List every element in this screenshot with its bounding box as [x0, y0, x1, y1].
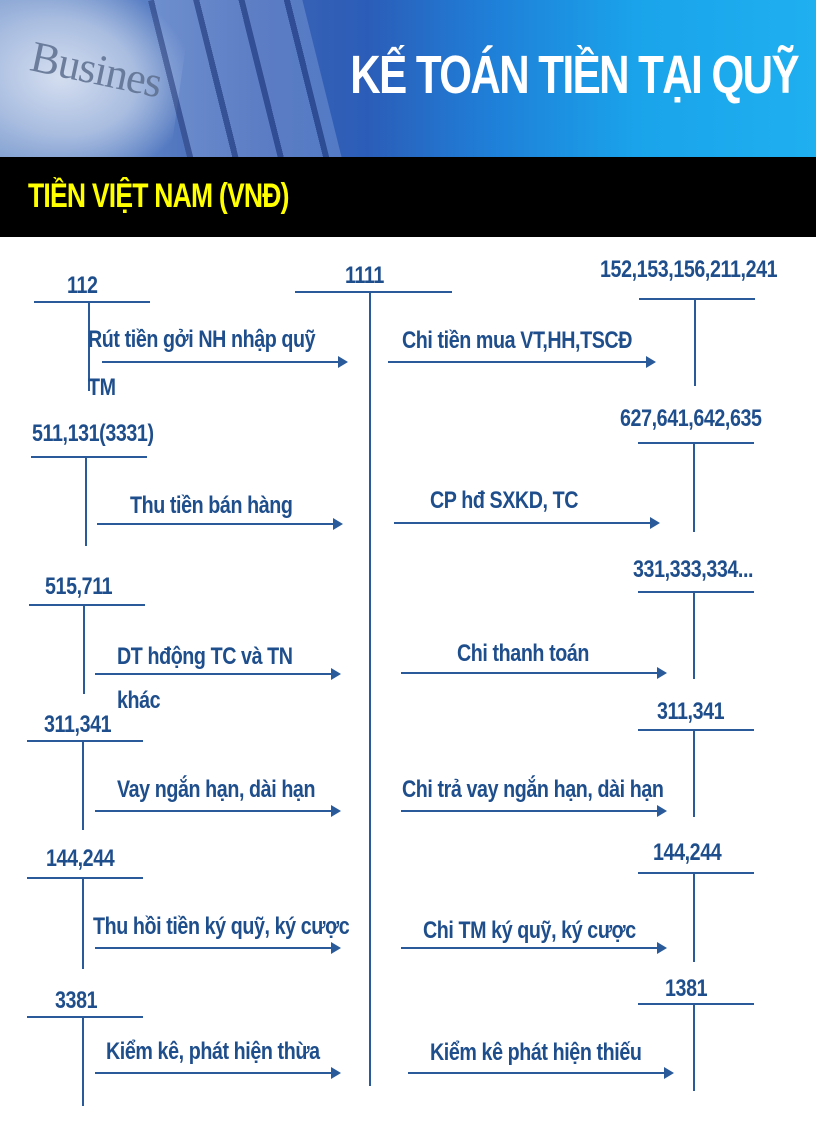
t-horizontal: [638, 872, 754, 874]
center-account-label: 1111: [345, 262, 384, 289]
transaction-text: Kiểm kê phát hiện thiếu: [430, 1039, 642, 1066]
account-label: 627,641,642,635: [620, 405, 762, 432]
t-horizontal: [27, 877, 143, 879]
t-vertical: [88, 301, 90, 391]
account-label: 311,341: [44, 711, 112, 738]
account-label: 331,333,334...: [633, 556, 754, 583]
section-subtitle: TIỀN VIỆT NAM (VNĐ): [28, 177, 289, 215]
arrow-right-icon: [401, 805, 667, 817]
account-label: 3381: [55, 987, 98, 1014]
account-label: 112: [67, 272, 98, 299]
transaction-text: Chi tiền mua VT,HH,TSCĐ: [402, 327, 633, 354]
t-horizontal: [27, 740, 143, 742]
arrow-right-icon: [102, 356, 348, 368]
header-banner: Busines KẾ TOÁN TIỀN TẠI QUỸ: [0, 0, 816, 157]
t-vertical: [82, 877, 84, 969]
page-title: KẾ TOÁN TIỀN TẠI QUỸ: [350, 45, 799, 105]
banner-calculator-image: [148, 0, 342, 157]
t-vertical: [83, 604, 85, 694]
t-horizontal: [27, 1016, 143, 1018]
arrow-right-icon: [95, 805, 341, 817]
t-vertical: [693, 1003, 695, 1091]
t-vertical: [693, 872, 695, 962]
t-horizontal: [638, 442, 754, 444]
transaction-text: Vay ngắn hạn, dài hạn: [117, 776, 316, 803]
transaction-text-cont: khác: [117, 687, 161, 714]
t-horizontal: [29, 604, 145, 606]
arrow-right-icon: [401, 942, 667, 954]
t-horizontal: [31, 456, 147, 458]
t-horizontal: [34, 301, 150, 303]
arrow-right-icon: [95, 668, 341, 680]
account-label: 515,711: [45, 573, 113, 600]
account-label: 1381: [665, 975, 708, 1002]
subtitle-bar: TIỀN VIỆT NAM (VNĐ): [0, 157, 816, 237]
arrow-right-icon: [97, 518, 343, 530]
account-label: 511,131(3331): [32, 420, 154, 447]
transaction-text: Chi trả vay ngắn hạn, dài hạn: [402, 776, 664, 803]
transaction-text: Thu hồi tiền ký quỹ, ký cược: [93, 913, 350, 940]
t-vertical: [82, 740, 84, 830]
arrow-right-icon: [401, 667, 667, 679]
account-label: 311,341: [657, 698, 725, 725]
arrow-right-icon: [95, 942, 341, 954]
transaction-text: Rút tiền gởi NH nhập quỹ: [88, 326, 316, 353]
t-vertical: [693, 442, 695, 532]
t-vertical: [694, 298, 696, 386]
t-horizontal: [638, 729, 754, 731]
transaction-text: DT hđộng TC và TN: [117, 643, 293, 670]
arrow-right-icon: [388, 356, 656, 368]
center-t-horizontal: [295, 291, 452, 293]
t-vertical: [82, 1016, 84, 1106]
t-vertical: [85, 456, 87, 546]
transaction-text: Chi thanh toán: [457, 640, 590, 667]
t-horizontal: [638, 1003, 754, 1005]
t-vertical: [693, 729, 695, 817]
t-vertical: [693, 591, 695, 679]
arrow-right-icon: [95, 1067, 341, 1079]
arrow-right-icon: [408, 1067, 674, 1079]
center-t-vertical: [369, 291, 371, 1086]
account-label: 152,153,156,211,241: [600, 256, 778, 283]
arrow-right-icon: [394, 517, 660, 529]
transaction-text: Thu tiền bán hàng: [130, 492, 293, 519]
transaction-text: Kiểm kê, phát hiện thừa: [106, 1038, 320, 1065]
transaction-text-cont: TM: [88, 374, 116, 401]
account-label: 144,244: [653, 839, 722, 866]
t-horizontal: [639, 298, 755, 300]
account-label: 144,244: [46, 845, 115, 872]
t-horizontal: [638, 591, 754, 593]
transaction-text: Chi TM ký quỹ, ký cược: [423, 917, 636, 944]
transaction-text: CP hđ SXKD, TC: [430, 487, 579, 514]
